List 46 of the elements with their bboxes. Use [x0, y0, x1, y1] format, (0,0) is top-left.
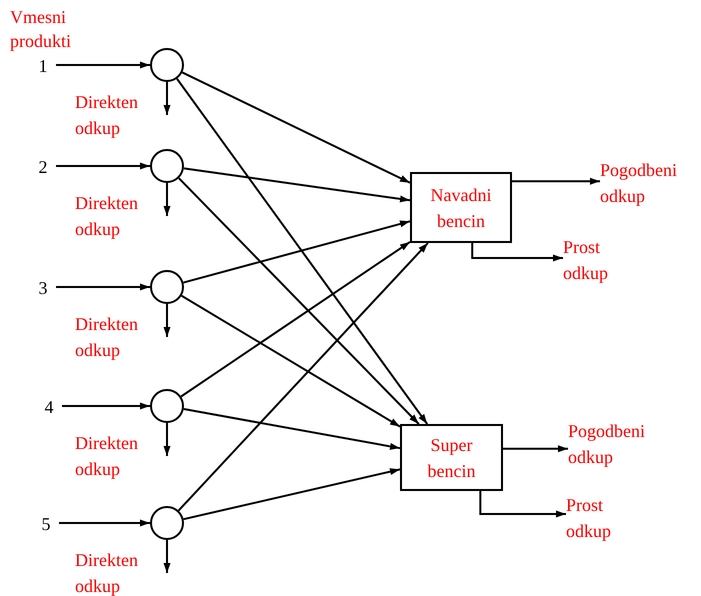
junction-circle [150, 270, 184, 304]
arrow [164, 423, 170, 456]
arrow [181, 294, 401, 428]
input-number: 1 [30, 53, 56, 77]
arrow [164, 82, 170, 115]
junction-circle [150, 389, 184, 423]
arrow [59, 520, 150, 526]
arrow [56, 62, 150, 68]
edge-label: Direkten odkup [75, 91, 139, 140]
edge-label: Direkten odkup [75, 313, 139, 362]
arrow [56, 284, 150, 290]
input-number: 5 [33, 511, 59, 535]
heading-label: Vmesni produkti [10, 6, 72, 53]
arrow [178, 242, 429, 512]
junction-circle [150, 506, 184, 540]
arrow [62, 402, 150, 410]
output-label: Prost odkup [563, 234, 623, 286]
edge-label: Direkten odkup [75, 432, 139, 481]
junction-circle [150, 149, 184, 183]
arrow [178, 177, 420, 425]
arrow [180, 241, 411, 398]
input-number: 2 [30, 154, 56, 178]
arrow [503, 445, 568, 452]
input-number: 3 [30, 275, 56, 299]
arrow [184, 408, 400, 450]
arrow [512, 178, 600, 185]
output-label: Prost odkup [566, 492, 626, 544]
input-number: 4 [36, 394, 62, 418]
arrow [164, 183, 170, 216]
arrow [164, 304, 170, 337]
edge-label: Direkten odkup [75, 192, 139, 241]
arrow [471, 243, 563, 262]
arrow [183, 220, 410, 284]
arrow [184, 167, 410, 202]
process-box: Navadni bencin [410, 172, 512, 243]
arrow [479, 491, 566, 518]
output-label: Pogodbeni odkup [568, 418, 663, 470]
arrow [176, 78, 428, 425]
junction-circle [150, 48, 184, 82]
output-label: Pogodbeni odkup [600, 157, 695, 209]
arrow [56, 162, 150, 170]
arrow [182, 72, 410, 184]
arrow [164, 540, 170, 573]
arrow [183, 468, 400, 520]
edge-label: Direkten odkup [75, 549, 139, 596]
process-box: Super bencin [400, 424, 503, 491]
